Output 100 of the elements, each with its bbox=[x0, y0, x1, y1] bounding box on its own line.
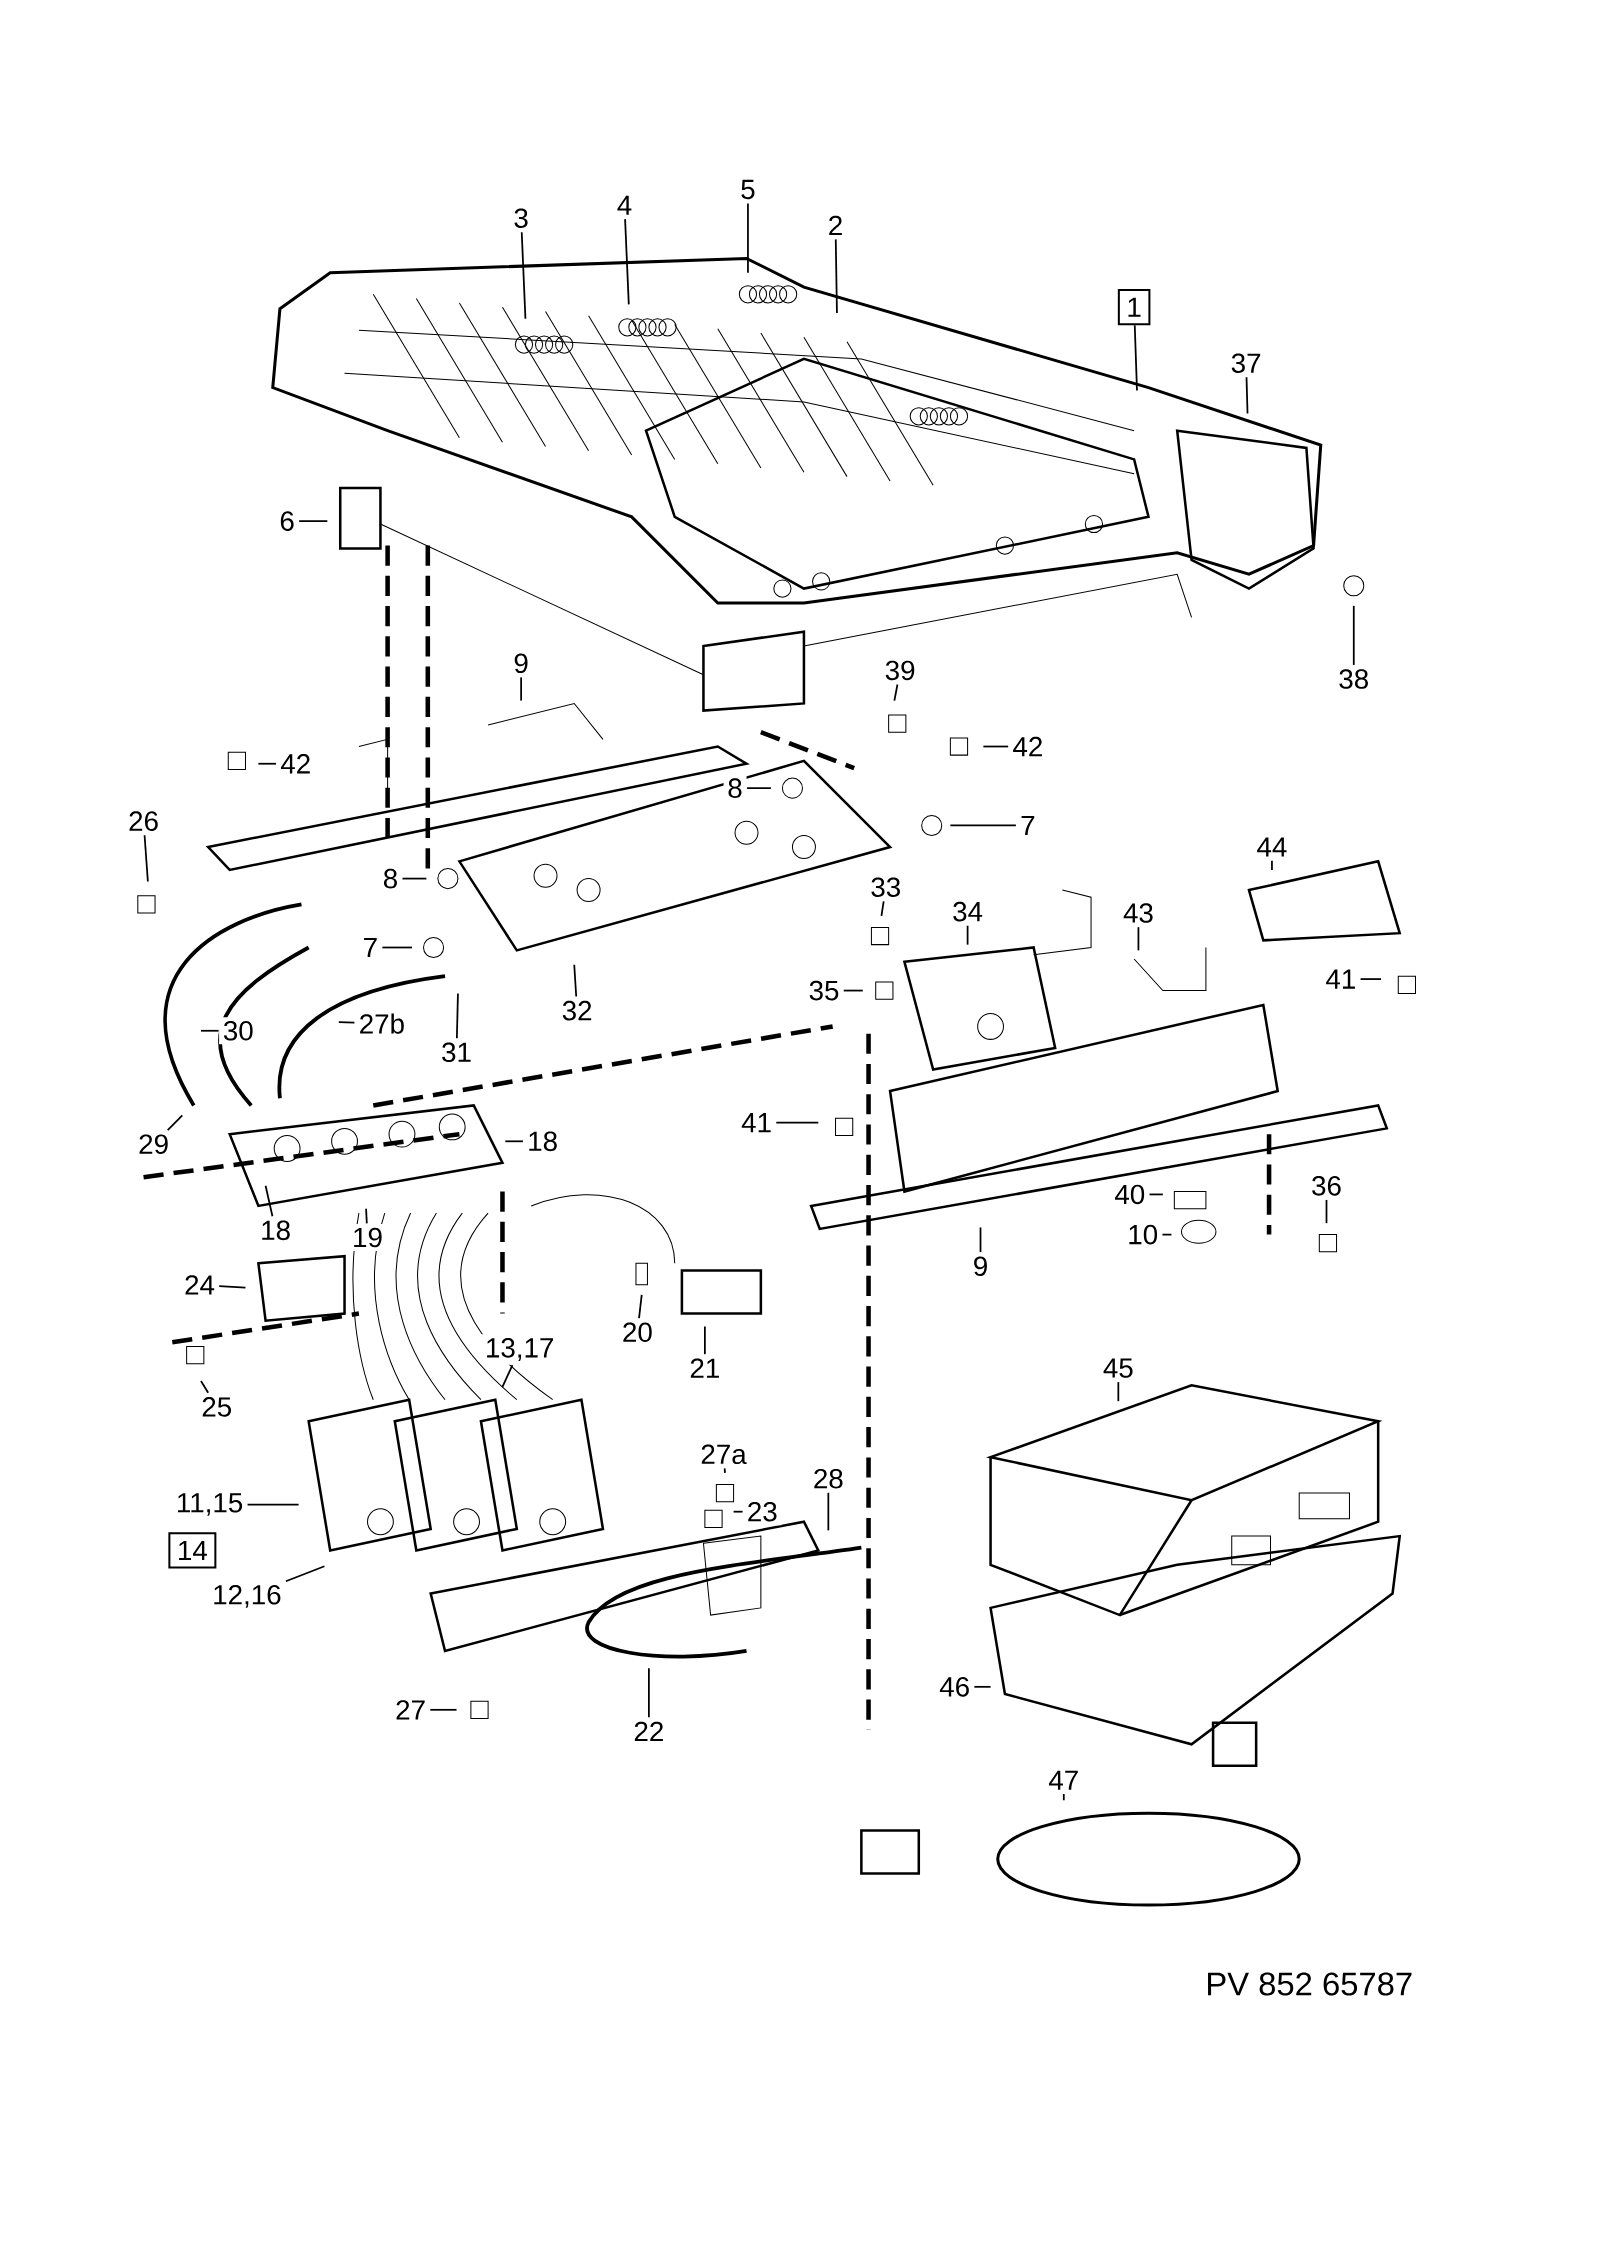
callout-number: 8 bbox=[379, 865, 403, 893]
callout-number: 18 bbox=[523, 1127, 563, 1155]
callout-number: 24 bbox=[180, 1271, 219, 1299]
leader-line bbox=[843, 989, 864, 992]
callout-number: 6 bbox=[275, 507, 299, 535]
leader-line bbox=[298, 520, 329, 522]
leader-line bbox=[246, 1503, 300, 1506]
leader-line bbox=[365, 1207, 368, 1225]
callout-number: 25 bbox=[197, 1393, 237, 1421]
leader-line bbox=[827, 1491, 830, 1532]
callout-number: 35 bbox=[805, 976, 844, 1005]
leader-line bbox=[521, 231, 527, 320]
leader-line bbox=[1325, 1199, 1328, 1225]
callout-number: 7 bbox=[359, 934, 383, 961]
callout-number: 27a bbox=[696, 1440, 751, 1468]
callout-number: 9 bbox=[509, 649, 533, 677]
leader-line bbox=[1161, 1233, 1173, 1236]
callout-number: 41 bbox=[737, 1109, 776, 1136]
callout-number: 27b bbox=[355, 1009, 409, 1038]
callout-number: 13,17 bbox=[481, 1334, 559, 1365]
leader-line bbox=[1148, 1193, 1164, 1196]
leader-line bbox=[732, 1510, 744, 1513]
leader-line bbox=[501, 1364, 514, 1388]
callout-number: 41 bbox=[1321, 965, 1361, 993]
leader-line bbox=[1271, 859, 1273, 871]
callout-number: 20 bbox=[618, 1318, 657, 1346]
leader-line bbox=[1353, 604, 1355, 666]
leader-line bbox=[1245, 376, 1249, 415]
leader-line bbox=[285, 1565, 326, 1583]
callout-number: 34 bbox=[948, 898, 987, 926]
callout-number: 5 bbox=[736, 176, 760, 203]
callout-number: 40 bbox=[1110, 1180, 1150, 1208]
callout-number: 32 bbox=[558, 997, 597, 1025]
callout-number: 38 bbox=[1334, 665, 1374, 693]
leader-line bbox=[1117, 1381, 1120, 1403]
callout-number: 46 bbox=[935, 1673, 975, 1701]
leader-line bbox=[973, 1685, 992, 1688]
callout-number: 10 bbox=[1123, 1221, 1163, 1249]
leader-line bbox=[200, 1380, 210, 1394]
callout-number: 2 bbox=[824, 211, 848, 239]
callout-number: 8 bbox=[723, 774, 747, 802]
leader-line bbox=[648, 1667, 650, 1719]
leader-line bbox=[401, 877, 428, 880]
callout-number: 31 bbox=[437, 1038, 476, 1066]
leader-line bbox=[504, 1140, 524, 1143]
callout-number: 42 bbox=[1008, 733, 1048, 760]
callout-number: 42 bbox=[276, 750, 316, 778]
leader-line bbox=[723, 1467, 726, 1474]
leader-line bbox=[257, 762, 278, 765]
callout-number: 33 bbox=[866, 873, 906, 901]
callout-number: 9 bbox=[969, 1252, 993, 1280]
leader-line bbox=[1359, 978, 1383, 980]
callout-number: 19 bbox=[348, 1223, 387, 1252]
callout-number: 26 bbox=[124, 807, 163, 835]
callout-number: 11,15 bbox=[172, 1489, 248, 1520]
leader-line bbox=[982, 745, 1010, 748]
leader-line bbox=[1134, 324, 1139, 392]
leader-line bbox=[747, 202, 749, 274]
callout-number: 43 bbox=[1119, 899, 1158, 927]
leader-line bbox=[167, 1114, 184, 1131]
callout-number: 37 bbox=[1227, 349, 1266, 377]
leader-line bbox=[381, 946, 414, 949]
leader-line bbox=[966, 924, 969, 946]
boxed-callout-number: 1 bbox=[1118, 289, 1151, 326]
leader-line bbox=[880, 900, 885, 917]
callout-number: 18 bbox=[256, 1216, 295, 1244]
leader-line bbox=[573, 963, 578, 998]
leader-line bbox=[835, 238, 838, 314]
leader-line bbox=[264, 1184, 274, 1218]
callout-number: 4 bbox=[613, 191, 637, 219]
leader-line bbox=[893, 683, 899, 702]
callout-number: 7 bbox=[1016, 812, 1040, 839]
leader-line bbox=[1063, 1793, 1065, 1802]
callout-number: 3 bbox=[509, 204, 533, 232]
boxed-callout-number: 14 bbox=[168, 1532, 217, 1569]
leader-line bbox=[624, 218, 630, 306]
part-number: PV 852 65787 bbox=[1208, 1972, 1412, 1996]
leader-line bbox=[1137, 926, 1140, 952]
leader-line bbox=[638, 1294, 643, 1319]
callout-number: 21 bbox=[685, 1354, 725, 1382]
leader-line bbox=[429, 1708, 458, 1711]
callout-number: 27 bbox=[391, 1696, 430, 1724]
leader-line bbox=[704, 1325, 706, 1356]
leader-line bbox=[949, 824, 1017, 827]
leader-line bbox=[979, 1226, 982, 1253]
callout-number: 22 bbox=[629, 1717, 669, 1745]
callout-number: 30 bbox=[219, 1017, 258, 1045]
leader-line bbox=[775, 1121, 820, 1124]
leader-line bbox=[218, 1285, 247, 1289]
callout-number: 47 bbox=[1044, 1766, 1084, 1794]
callout-number: 12,16 bbox=[208, 1581, 286, 1612]
leader-line bbox=[456, 992, 459, 1040]
callout-number: 29 bbox=[134, 1130, 173, 1158]
leader-line bbox=[746, 787, 772, 790]
callout-number: 39 bbox=[881, 656, 920, 685]
leader-line bbox=[200, 1029, 220, 1032]
callout-number: 44 bbox=[1252, 833, 1292, 861]
leader-line bbox=[338, 1021, 356, 1024]
leader-line bbox=[143, 834, 149, 883]
callout-number: 45 bbox=[1099, 1354, 1138, 1382]
